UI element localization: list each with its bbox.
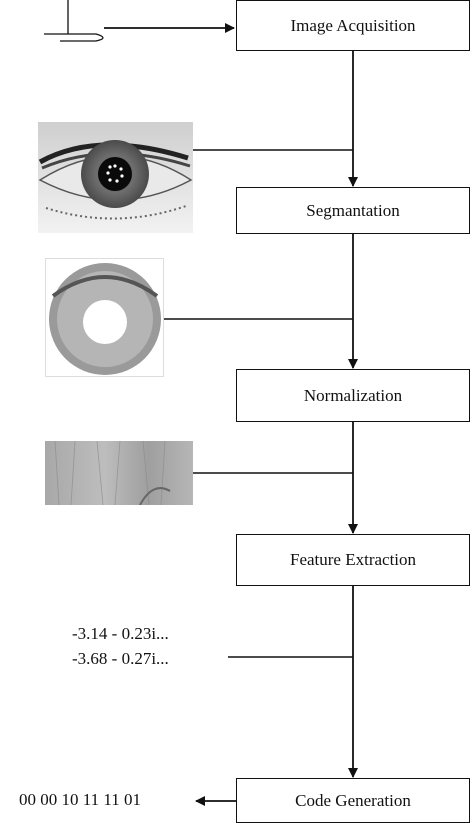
feature-value-2: -3.68 - 0.27i... (72, 649, 169, 668)
segmented-iris-image (45, 258, 164, 377)
step-label: Feature Extraction (289, 550, 417, 569)
step-image-acquisition: Image Acquisition (236, 0, 470, 51)
step-label: Segmantation (306, 200, 400, 220)
step-feature-extraction: Feature Extraction (236, 534, 470, 586)
iris-code-output: 00 00 10 11 11 01 (19, 790, 141, 809)
step-label: Normalization (303, 385, 403, 405)
step-code-generation: Code Generation (236, 778, 470, 823)
eye-image (38, 122, 193, 233)
step-label: Image Acquisition (290, 15, 416, 35)
camera-icon (44, 0, 104, 42)
feature-value-1: -3.14 - 0.23i... (72, 624, 169, 643)
step-normalization: Normalization (236, 369, 470, 422)
normalized-iris-strip (45, 441, 193, 505)
step-label: Code Generation (295, 790, 411, 810)
step-segmentation: Segmantation (236, 187, 470, 234)
